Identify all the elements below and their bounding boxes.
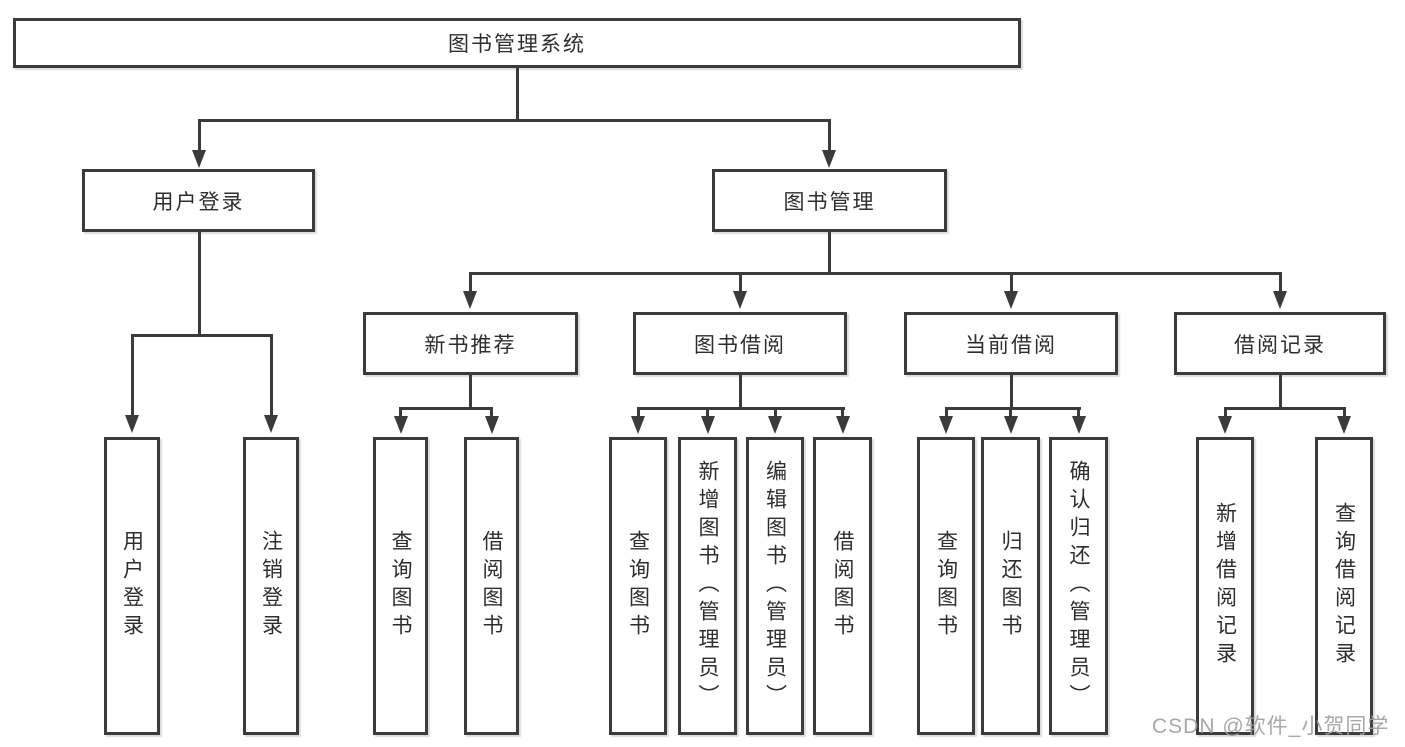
arrowhead-down-icon	[939, 416, 953, 434]
connector-line	[827, 232, 831, 273]
arrowhead-down-icon	[701, 416, 715, 434]
arrowhead-down-icon	[1004, 291, 1018, 309]
leaf-record-query: 查询借阅记录	[1315, 437, 1373, 735]
leaf-logout: 注销登录	[243, 437, 299, 735]
connector-line	[827, 118, 831, 153]
connector-line	[197, 232, 201, 335]
connector-line	[1223, 406, 1346, 410]
node-user-login: 用户登录	[82, 169, 315, 232]
connector-line	[1009, 375, 1013, 408]
leaf-user-login: 用户登录	[104, 437, 160, 735]
connector-line	[944, 406, 948, 419]
connector-line	[1009, 406, 1012, 419]
connector-line	[130, 333, 134, 418]
connector-line	[738, 271, 742, 294]
arrowhead-down-icon	[733, 291, 747, 309]
connector-line	[1278, 271, 1282, 294]
leaf-recommend-query-book: 查询图书	[373, 437, 428, 735]
csdn-watermark: CSDN @软件_小贺同学	[1152, 715, 1390, 738]
connector-line	[636, 406, 845, 410]
connector-line	[773, 406, 777, 419]
arrowhead-down-icon	[394, 416, 408, 434]
leaf-current-confirm-return-admin: 确认归还（管理员）	[1049, 437, 1108, 735]
arrowhead-down-icon	[1337, 416, 1351, 434]
connector-line	[515, 68, 519, 120]
arrowhead-down-icon	[264, 415, 278, 433]
connector-line	[399, 406, 402, 419]
connector-line	[944, 406, 1081, 410]
arrowhead-down-icon	[1004, 416, 1018, 434]
arrowhead-down-icon	[1273, 291, 1287, 309]
connector-line	[468, 271, 472, 294]
connector-line	[1342, 406, 1346, 419]
connector-line	[197, 118, 831, 122]
connector-line	[1009, 271, 1013, 294]
connector-line	[841, 406, 844, 419]
connector-line	[490, 406, 493, 419]
arrowhead-down-icon	[631, 416, 645, 434]
connector-line	[706, 406, 709, 419]
connector-line	[738, 375, 742, 408]
node-current-borrow: 当前借阅	[904, 312, 1118, 375]
arrowhead-down-icon	[485, 416, 499, 434]
leaf-recommend-borrow-book: 借阅图书	[464, 437, 519, 735]
connector-line	[399, 406, 493, 410]
arrowhead-down-icon	[768, 416, 782, 434]
arrowhead-down-icon	[1218, 416, 1232, 434]
connector-line	[269, 333, 273, 418]
arrowhead-down-icon	[822, 150, 836, 168]
connector-line	[1223, 406, 1227, 419]
arrowhead-down-icon	[125, 415, 139, 433]
connector-line	[469, 375, 472, 408]
leaf-borrow-add-book-admin: 新增图书（管理员）	[678, 437, 737, 735]
leaf-borrow-query-book: 查询图书	[609, 437, 667, 735]
leaf-current-query-book: 查询图书	[917, 437, 975, 735]
arrowhead-down-icon	[463, 291, 477, 309]
leaf-record-add: 新增借阅记录	[1196, 437, 1254, 735]
arrowhead-down-icon	[192, 150, 206, 168]
node-book-management: 图书管理	[712, 169, 947, 232]
node-new-book-recommend: 新书推荐	[363, 312, 578, 375]
connector-line	[1278, 375, 1282, 408]
connector-line	[468, 271, 1282, 275]
arrowhead-down-icon	[836, 416, 850, 434]
connector-line	[197, 118, 201, 153]
leaf-borrow-edit-book-admin: 编辑图书（管理员）	[746, 437, 804, 735]
connector-line	[130, 333, 273, 337]
arrowhead-down-icon	[1072, 416, 1086, 434]
connector-line	[636, 406, 640, 419]
node-borrow-record: 借阅记录	[1174, 312, 1386, 375]
connector-line	[1077, 406, 1080, 419]
node-book-borrow: 图书借阅	[633, 312, 847, 375]
leaf-current-return-book: 归还图书	[981, 437, 1040, 735]
leaf-borrow-borrow-book: 借阅图书	[813, 437, 872, 735]
node-library-system: 图书管理系统	[13, 18, 1021, 68]
